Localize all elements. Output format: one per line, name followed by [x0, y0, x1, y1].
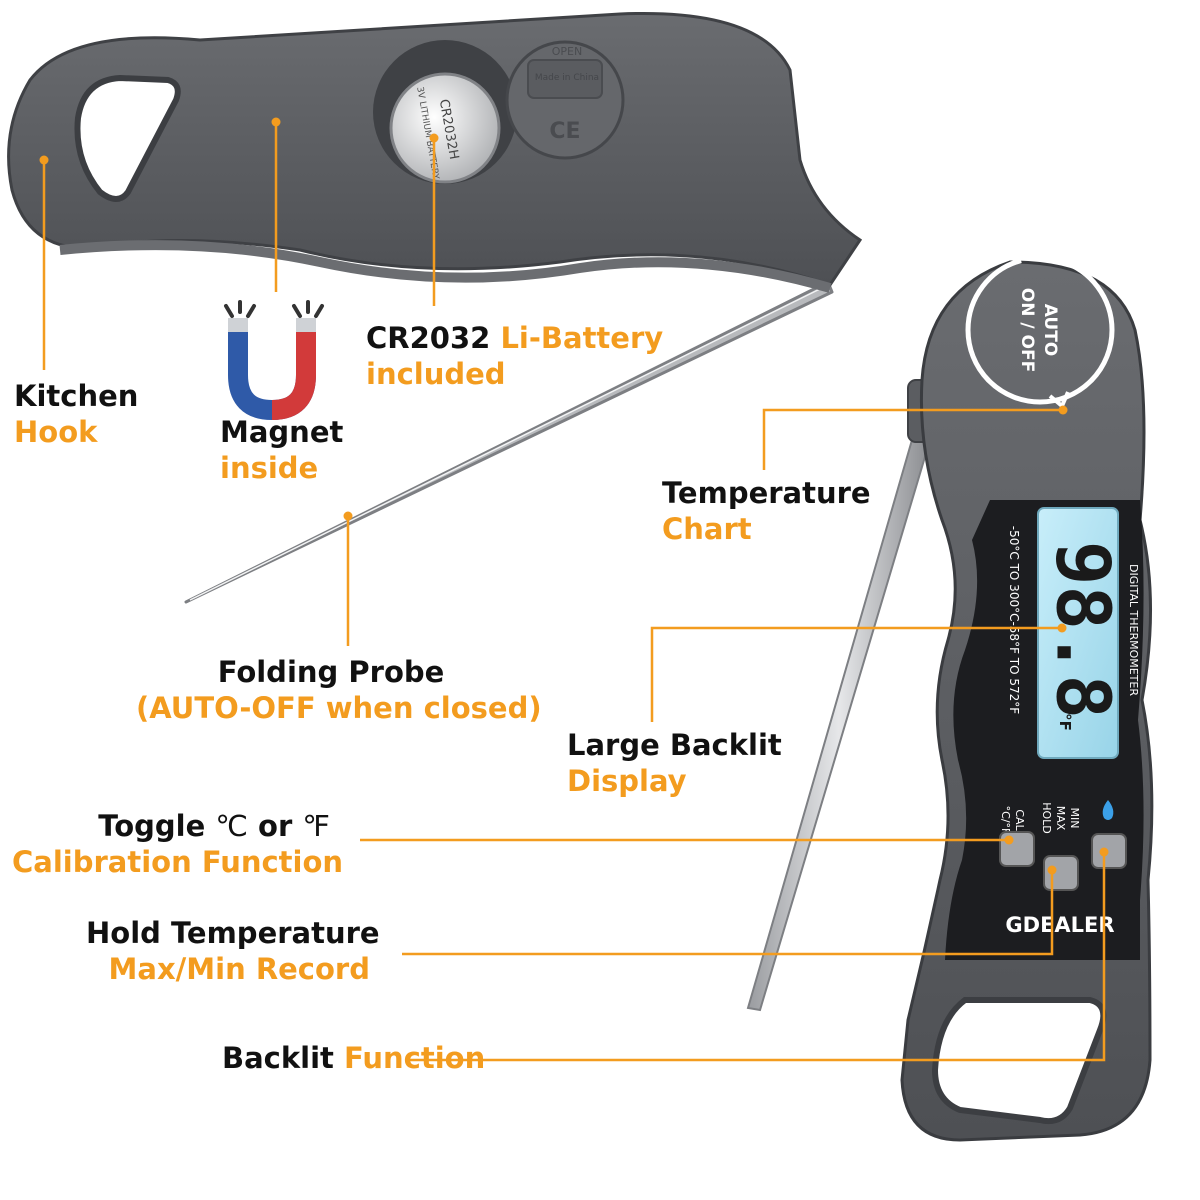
svg-text:OPEN: OPEN	[552, 45, 582, 58]
brand-logo: GDEALER	[1005, 913, 1114, 937]
temperature-chart-subtitle: Chart	[662, 512, 752, 546]
battery-coin	[389, 72, 501, 184]
kitchen-hook-title: Kitchen	[14, 379, 139, 413]
display-subtitle: Display	[567, 764, 687, 798]
toggle-title: Toggle	[98, 809, 206, 843]
callout-battery: CR2032 Li-Battery included	[366, 320, 663, 392]
open-thermometer: AUTO ON / OFF -50°C TO 300°C-58°F TO 572…	[746, 255, 1154, 1142]
magnet-icon	[224, 300, 324, 421]
callout-temperature-chart: Temperature Chart	[662, 475, 871, 547]
folding-probe-title: Folding Probe	[217, 655, 445, 689]
hold-leader	[402, 870, 1054, 956]
svg-text:ON / OFF: ON / OFF	[1017, 288, 1037, 372]
leader-lines	[39, 117, 1109, 1062]
lcd-screen	[1037, 507, 1119, 759]
kitchen-hook-subtitle: Hook	[14, 415, 98, 449]
svg-text:CAL: CAL	[1013, 809, 1026, 831]
svg-text:MIN: MIN	[1068, 808, 1081, 829]
toggle-or: or	[258, 809, 293, 843]
battery-included: included	[366, 357, 506, 391]
callout-display: Large Backlit Display	[567, 727, 782, 799]
battery-type: Li-Battery	[500, 321, 664, 355]
display-title: Large Backlit	[567, 728, 782, 762]
temperature-chart-leader	[762, 408, 1063, 470]
backlight-icon	[1102, 800, 1114, 820]
svg-text:DIGITAL THERMOMETER: DIGITAL THERMOMETER	[1127, 564, 1140, 696]
temperature-chart-title: Temperature	[662, 476, 871, 510]
svg-text:98.8: 98.8	[1039, 541, 1125, 719]
backlit-title: Backlit	[222, 1041, 334, 1075]
folded-hook-hole	[74, 74, 181, 202]
backlit-subtitle: Function	[344, 1041, 486, 1075]
svg-text:CE: CE	[549, 119, 580, 144]
callout-toggle: Toggle ℃ or ℉ Calibration Function	[12, 808, 344, 880]
backlit-leader	[410, 852, 1106, 1062]
backlight-button	[1091, 833, 1127, 869]
svg-text:°C/°F: °C/°F	[999, 806, 1012, 835]
svg-text:HOLD: HOLD	[1040, 802, 1053, 834]
svg-text:°F: °F	[1056, 713, 1074, 731]
hold-subtitle: Max/Min Record	[108, 952, 370, 986]
power-ring	[965, 255, 1115, 405]
toggle-unit-button	[999, 831, 1035, 867]
svg-text:AUTO: AUTO	[1040, 304, 1060, 357]
callout-hold: Hold Temperature Max/Min Record	[86, 915, 380, 987]
svg-text:MAX: MAX	[1054, 806, 1067, 831]
toggle-subtitle: Calibration Function	[12, 845, 344, 879]
fahrenheit-symbol: ℉	[302, 809, 330, 843]
celsius-symbol: ℃	[215, 809, 248, 843]
callout-backlit: Backlit Function	[222, 1040, 485, 1076]
callout-kitchen-hook: Kitchen Hook	[14, 378, 138, 450]
callout-magnet: Magnet inside	[220, 414, 343, 486]
hold-title: Hold Temperature	[86, 916, 380, 950]
magnet-subtitle: inside	[220, 451, 319, 485]
folding-probe-subtitle: (AUTO-OFF when closed)	[136, 691, 542, 725]
callout-folding-probe: Folding Probe (AUTO-OFF when closed)	[136, 654, 542, 726]
svg-text:-50°C TO 300°C-58°F TO 572: -50°C TO 300°C-58°F TO 572°F	[1007, 526, 1021, 714]
battery-model: CR2032	[366, 321, 491, 355]
svg-text:Made in China: Made in China	[535, 73, 599, 83]
magnet-title: Magnet	[220, 415, 344, 449]
display-leader	[650, 626, 1062, 722]
